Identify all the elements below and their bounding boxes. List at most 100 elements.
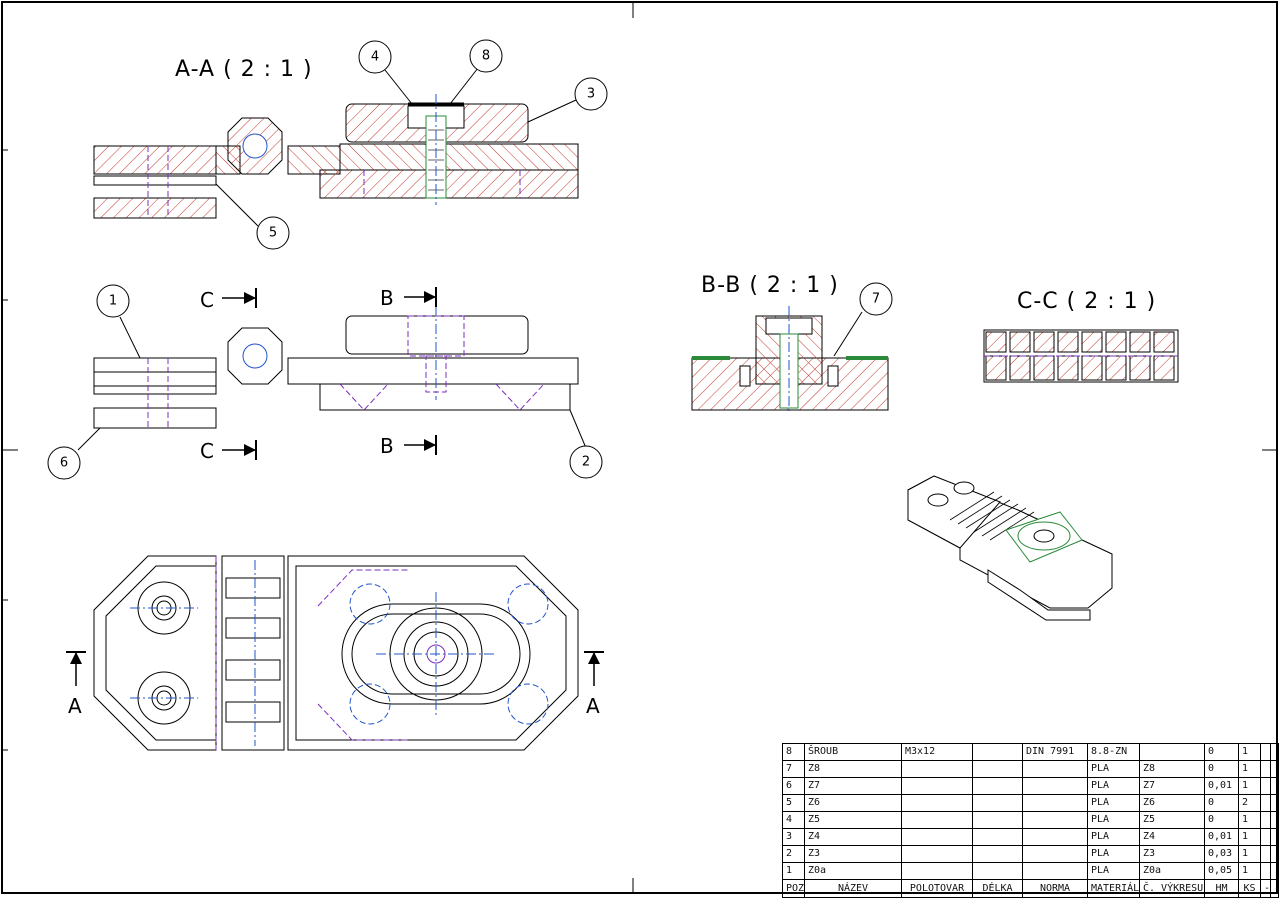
svg-text:1: 1	[109, 294, 117, 309]
section-view-cc: C-C ( 2 : 1 )	[983, 289, 1179, 383]
bom-header-cell: Č. VÝKRESU	[1139, 879, 1205, 898]
svg-text:6: 6	[60, 456, 68, 471]
bom-header-cell: HM	[1204, 879, 1239, 898]
bom-header-cell: DÉLKA	[972, 879, 1023, 898]
front-view	[93, 306, 579, 429]
bom-cell: Z8	[1139, 760, 1205, 778]
bom-cell: 6	[782, 777, 805, 795]
bom-cell: PLA	[1087, 811, 1140, 829]
bom-cell	[901, 811, 973, 829]
bom-cell: 0,03	[1204, 845, 1239, 863]
section-view-aa: A-A ( 2 : 1 )	[93, 57, 579, 219]
bom-cell	[972, 760, 1023, 778]
section-cc-title: C-C ( 2 : 1 )	[1017, 289, 1156, 314]
bom-cell: 0	[1204, 794, 1239, 812]
bom-cell: Z0a	[804, 862, 902, 880]
bom-cell: Z3	[804, 845, 902, 863]
bom-header-cell: NÁZEV	[804, 879, 902, 898]
top-view	[93, 555, 579, 751]
balloon-7: 7	[859, 282, 893, 316]
bom-header-cell: KS	[1238, 879, 1261, 898]
bom-cell: Z7	[1139, 777, 1205, 795]
section-marker-a-left: A	[68, 694, 82, 718]
bom-cell	[1270, 828, 1279, 846]
bom-cell	[1270, 777, 1279, 795]
section-marker-c-top: C	[200, 288, 214, 312]
bom-header-cell: POZ	[782, 879, 805, 898]
bom-cell: Z0a	[1139, 862, 1205, 880]
bom-header-cell: -	[1260, 879, 1271, 898]
bom-cell: PLA	[1087, 794, 1140, 812]
bom-cell: 7	[782, 760, 805, 778]
section-marker-c-bottom: C	[200, 439, 214, 463]
bom-cell: DIN 7991	[1022, 743, 1088, 761]
bom-cell: 1	[1238, 760, 1261, 778]
section-markers-a: A A	[66, 651, 604, 718]
bom-cell: 0,01	[1204, 777, 1239, 795]
bom-cell: 3	[782, 828, 805, 846]
bom-cell	[1260, 743, 1271, 761]
bom-cell: 1	[1238, 862, 1261, 880]
bom-cell	[972, 862, 1023, 880]
bom-cell	[1022, 845, 1088, 863]
balloon-3: 3	[574, 77, 608, 111]
bom-header-cell: -	[1270, 879, 1279, 898]
bom-cell: Z4	[804, 828, 902, 846]
bom-cell: M3x12	[901, 743, 973, 761]
bom-cell: 1	[1238, 811, 1261, 829]
balloon-6: 6	[47, 446, 81, 480]
bom-cell: 0	[1204, 760, 1239, 778]
bom-cell: 1	[1238, 743, 1261, 761]
bom-cell: Z4	[1139, 828, 1205, 846]
bom-cell	[1260, 828, 1271, 846]
bom-cell	[1270, 760, 1279, 778]
bom-cell	[1260, 845, 1271, 863]
bom-cell: 8.8-ZN	[1087, 743, 1140, 761]
bom-cell	[1270, 811, 1279, 829]
bom-cell: 0,05	[1204, 862, 1239, 880]
section-marker-b-top: B	[380, 286, 394, 310]
bom-cell: 8	[782, 743, 805, 761]
bom-cell	[1260, 777, 1271, 795]
bom-cell	[972, 777, 1023, 795]
bom-cell	[972, 743, 1023, 761]
bom-cell: 0,01	[1204, 828, 1239, 846]
section-aa-title: A-A ( 2 : 1 )	[175, 57, 313, 82]
svg-text:2: 2	[582, 455, 590, 470]
svg-text:4: 4	[371, 50, 379, 65]
bom-cell	[901, 760, 973, 778]
bom-cell	[1260, 811, 1271, 829]
bom-cell: Z7	[804, 777, 902, 795]
bom-cell	[901, 777, 973, 795]
balloon-4: 4	[358, 40, 392, 74]
bom-cell: 1	[1238, 845, 1261, 863]
svg-text:7: 7	[872, 292, 880, 307]
section-bb-title: B-B ( 2 : 1 )	[701, 273, 839, 298]
bom-cell	[1270, 794, 1279, 812]
bom-cell: Z8	[804, 760, 902, 778]
bom-cell	[1022, 760, 1088, 778]
bom-cell	[901, 862, 973, 880]
balloon-8: 8	[469, 39, 503, 73]
bom-cell: PLA	[1087, 760, 1140, 778]
bom-header-cell: MATERIÁL	[1087, 879, 1140, 898]
bom-cell: 1	[1238, 777, 1261, 795]
bom-cell: 4	[782, 811, 805, 829]
bom-cell	[972, 828, 1023, 846]
bom-cell: PLA	[1087, 862, 1140, 880]
section-marker-b-bottom: B	[380, 434, 394, 458]
bom-cell: PLA	[1087, 777, 1140, 795]
section-markers: C C B B	[200, 286, 437, 463]
svg-text:5: 5	[269, 226, 277, 241]
bom-cell: PLA	[1087, 828, 1140, 846]
section-view-bb: B-B ( 2 : 1 )	[691, 273, 889, 414]
bom-cell	[1260, 760, 1271, 778]
bom-cell	[1270, 743, 1279, 761]
